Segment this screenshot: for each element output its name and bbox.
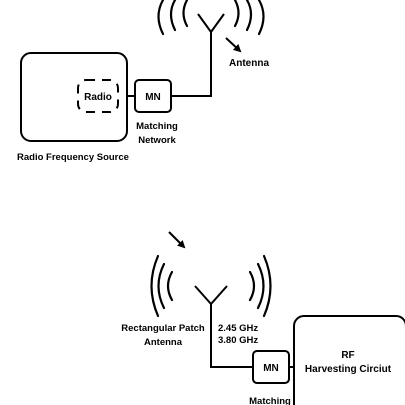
- frequency-label-1: 2.45 GHz: [218, 323, 258, 334]
- mn-to-antenna-wire: [171, 32, 212, 97]
- transmit-arrow: [225, 37, 242, 53]
- harvester-label-line-2: Harvesting Circiut: [305, 364, 392, 375]
- receive-antenna-icon: [150, 254, 272, 318]
- incoming-arrow: [168, 231, 186, 249]
- harvester-label-line-1: RF: [341, 350, 354, 361]
- antenna-to-mn-wire: [210, 304, 253, 368]
- mn-label: MN: [145, 92, 161, 103]
- radio-label: Radio: [84, 92, 112, 103]
- receiver-mn-label: MN: [263, 363, 279, 374]
- transmit-antenna-icon: [157, 0, 265, 36]
- matching-network-label-line-1: Matching: [136, 121, 178, 132]
- matching-network-label-line-2: Network: [138, 135, 176, 146]
- patch-antenna-label-line-1: Rectangular Patch: [121, 323, 205, 334]
- frequency-label-2: 3.80 GHz: [218, 335, 258, 346]
- radio-frequency-source-label: Radio Frequency Source: [17, 152, 129, 163]
- rf-harvesting-circuit-box: [293, 315, 405, 405]
- transmitter-section: Radio MN Matching Network Antenna Radio …: [17, 0, 269, 163]
- patch-antenna-label-line-2: Antenna: [144, 337, 183, 348]
- receiver-matching-label: Matching: [249, 396, 291, 405]
- antenna-label: Antenna: [229, 58, 269, 69]
- receiver-section: Rectangular Patch Antenna 2.45 GHz 3.80 …: [121, 231, 405, 405]
